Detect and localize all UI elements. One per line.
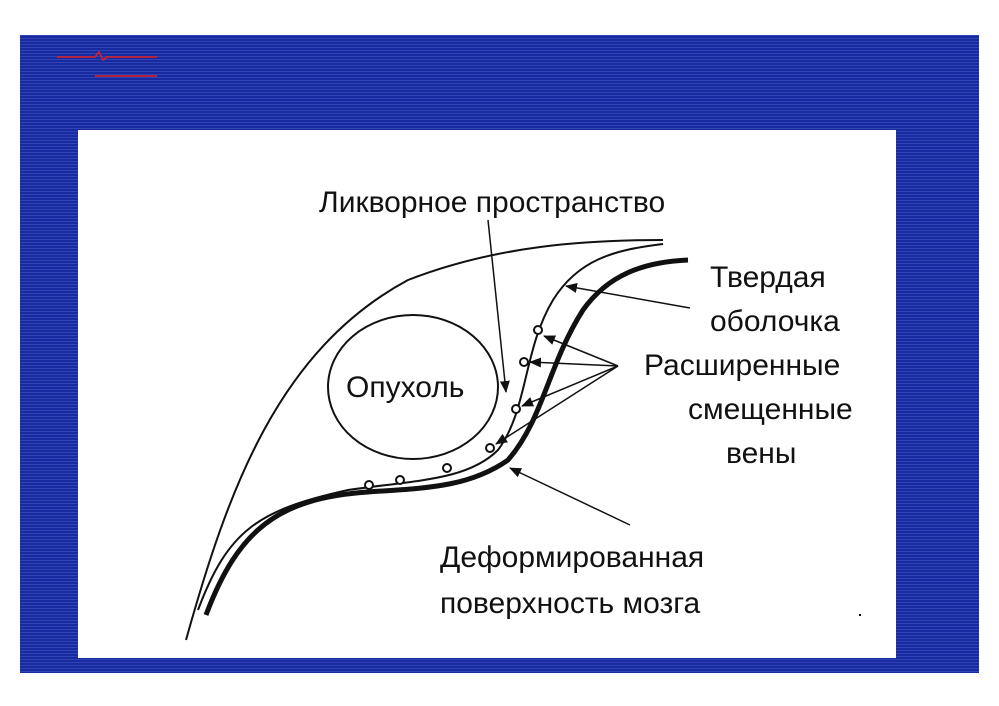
vein-circle — [511, 404, 521, 414]
arrow-vein-1 — [543, 335, 619, 367]
brain-surface-curve — [203, 257, 689, 616]
vein-circle — [533, 325, 543, 335]
veins-label-line2: смещенные — [688, 393, 853, 426]
dura-label-line2: оболочка — [710, 305, 840, 338]
small-dot — [859, 614, 861, 616]
diagram-panel: Ликворное пространство Опухоль Твердая о… — [78, 130, 896, 658]
veins-label-line1: Расширенные — [644, 349, 841, 382]
vein-circle — [395, 475, 405, 485]
vein-circle — [485, 443, 495, 453]
veins-label-line3: вены — [726, 437, 797, 470]
decorative-red-lines — [57, 50, 157, 77]
vein-circle — [364, 480, 374, 490]
brain-label-line1: Деформированная — [440, 541, 705, 574]
arrow-dura — [565, 282, 691, 309]
tumor-label: Опухоль — [346, 371, 465, 404]
dura-label-line1: Твердая — [710, 261, 826, 294]
vein-circle — [519, 357, 529, 367]
vein-circle — [442, 463, 452, 473]
csf-space-label: Ликворное пространство — [319, 186, 666, 219]
arrow-vein-2 — [529, 357, 619, 368]
arrow-csf-space — [487, 219, 510, 393]
outer-boundary-curve — [185, 239, 664, 641]
arrow-brain-surface — [509, 467, 631, 526]
tumor-ellipse — [327, 314, 499, 460]
diagram-drawing — [185, 219, 861, 641]
brain-label-line2: поверхность мозга — [440, 587, 701, 620]
dura-mater-curve — [197, 243, 664, 611]
arrow-vein-3 — [521, 365, 619, 407]
arrow-vein-4 — [495, 365, 619, 445]
